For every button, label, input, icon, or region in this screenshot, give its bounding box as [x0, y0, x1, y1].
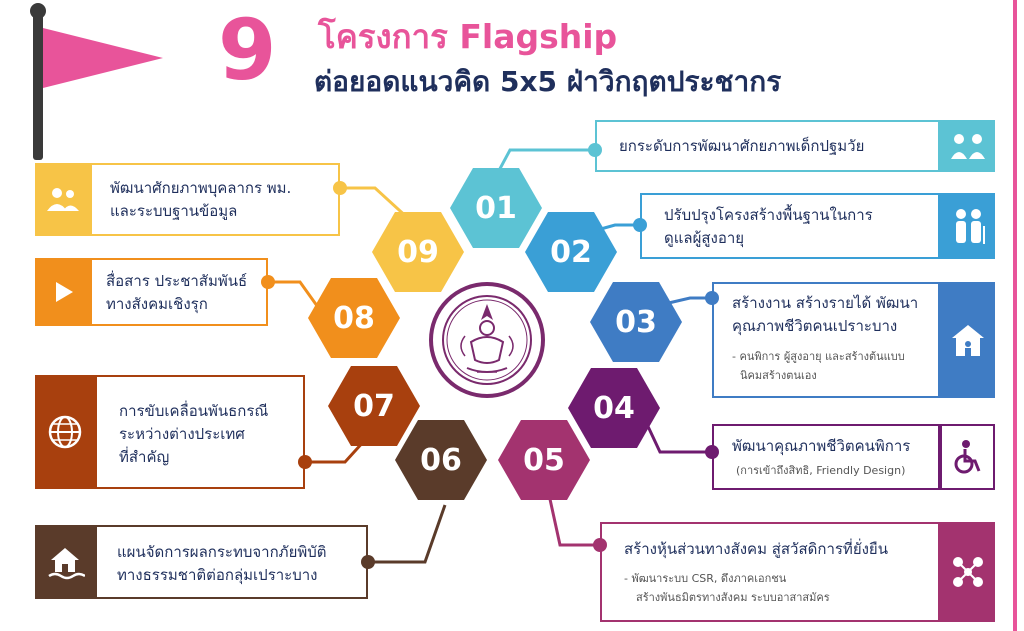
item-02-dot — [633, 218, 647, 232]
item-04-sub1: (การเข้าถึงสิทธิ, Friendly Design) — [736, 464, 906, 477]
item-09-dot — [333, 181, 347, 195]
connector-07 — [305, 438, 367, 464]
item-02-title2: ดูแลผู้สูงอายุ — [664, 229, 745, 247]
item-06-box: แผนจัดการผลกระทบจากภัยพิบัติ ทางธรรมชาติ… — [95, 525, 368, 599]
item-08-title2: ทางสังคมเชิงรุก — [106, 295, 208, 313]
wheelchair-icon — [940, 424, 995, 490]
hex-07: 07 — [328, 366, 420, 446]
item-05-title: สร้างหุ้นส่วนทางสังคม สู่สวัสดิการที่ยั่… — [624, 540, 888, 558]
connector-04 — [643, 419, 712, 454]
connector-05 — [546, 489, 600, 547]
item-04-box: พัฒนาคุณภาพชีวิตคนพิการ (การเข้าถึงสิทธิ… — [712, 424, 940, 490]
connector-06 — [368, 504, 447, 564]
item-07-title2: ระหว่างต่างประเทศ — [119, 425, 245, 443]
item-08-title: สื่อสาร ประชาสัมพันธ์ — [106, 272, 248, 290]
right-border — [1013, 0, 1017, 631]
item-08-dot — [261, 275, 275, 289]
item-01-box: ยกระดับการพัฒนาศักยภาพเด็กปฐมวัย — [595, 120, 940, 172]
item-09-box: พัฒนาศักยภาพบุคลากร พม. และระบบฐานข้อมูล — [90, 163, 340, 236]
item-05-box: สร้างหุ้นส่วนทางสังคม สู่สวัสดิการที่ยั่… — [600, 522, 940, 622]
hex-08: 08 — [308, 278, 400, 358]
item-09-title2: และระบบฐานข้อมูล — [110, 202, 238, 220]
item-08-box: สื่อสาร ประชาสัมพันธ์ ทางสังคมเชิงรุก — [90, 258, 268, 326]
item-03-sub1: - คนพิการ ผู้สูงอายุ และสร้างต้นแบบ — [732, 350, 905, 363]
item-01-title: ยกระดับการพัฒนาศักยภาพเด็กปฐมวัย — [619, 137, 865, 155]
item-01-dot — [588, 143, 602, 157]
item-05-dot — [593, 538, 607, 552]
connector-09 — [340, 186, 412, 222]
item-09-title: พัฒนาศักยภาพบุคลากร พม. — [110, 179, 292, 197]
item-07-dot — [298, 455, 312, 469]
flood-house-icon — [35, 525, 95, 599]
family-icon — [940, 120, 995, 172]
item-03-dot — [705, 291, 719, 305]
item-03-sub2: นิคมสร้างตนเอง — [740, 369, 817, 382]
item-07-box: การขับเคลื่อนพันธกรณี ระหว่างต่างประเทศ … — [95, 375, 305, 489]
home-care-icon — [940, 282, 995, 398]
hex-06: 06 — [395, 420, 487, 500]
header-subtitle: ต่อยอดแนวคิด 5x5 ฝ่าวิกฤตประชากร — [314, 65, 782, 98]
header-number: 9 — [218, 1, 277, 99]
item-06-dot — [361, 555, 375, 569]
flag-pole — [33, 10, 43, 160]
flag-icon — [43, 28, 163, 88]
ministry-seal-logo — [429, 282, 545, 398]
item-02-box: ปรับปรุงโครงสร้างพื้นฐานในการ ดูแลผู้สูง… — [640, 193, 940, 259]
item-03-title2: คุณภาพชีวิตคนเปราะบาง — [732, 317, 898, 335]
item-04-dot — [705, 445, 719, 459]
item-06-title2: ทางธรรมชาติต่อกลุ่มเปราะบาง — [117, 566, 318, 584]
globe-icon — [35, 375, 95, 489]
item-07-title3: ที่สำคัญ — [119, 448, 170, 466]
item-03-title: สร้างงาน สร้างรายได้ พัฒนา — [732, 294, 919, 312]
network-icon — [940, 522, 995, 622]
elderly-icon — [940, 193, 995, 259]
flag-pole-knob — [30, 3, 46, 19]
item-02-title: ปรับปรุงโครงสร้างพื้นฐานในการ — [664, 206, 873, 224]
people-icon — [35, 163, 90, 236]
item-04-title: พัฒนาคุณภาพชีวิตคนพิการ — [732, 437, 911, 455]
item-06-title: แผนจัดการผลกระทบจากภัยพิบัติ — [117, 543, 327, 561]
hex-09: 09 — [372, 212, 464, 292]
header-title: โครงการ Flagship — [318, 17, 618, 56]
item-03-box: สร้างงาน สร้างรายได้ พัฒนา คุณภาพชีวิตคน… — [712, 282, 940, 398]
play-icon — [35, 258, 90, 326]
item-05-sub2: สร้างพันธมิตรทางสังคม ระบบอาสาสมัคร — [636, 591, 830, 604]
connector-08 — [268, 280, 322, 311]
item-07-title: การขับเคลื่อนพันธกรณี — [119, 402, 269, 420]
item-05-sub1: - พัฒนาระบบ CSR, ดึงภาคเอกชน — [624, 572, 787, 585]
